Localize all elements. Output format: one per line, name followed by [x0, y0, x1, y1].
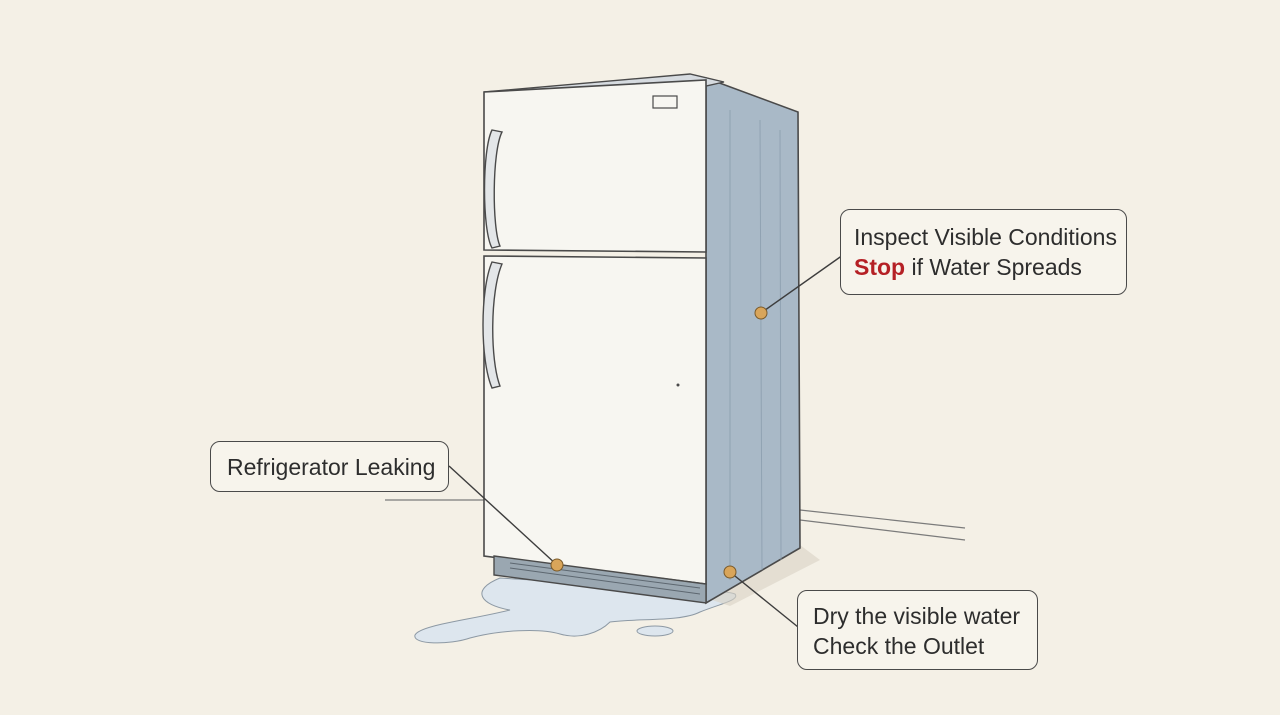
callout-marker-icon: [550, 558, 564, 572]
callout-inspect-conditions: Inspect Visible Conditions Stop if Water…: [840, 209, 1127, 295]
callout-inspect-line1: Inspect Visible Conditions: [854, 224, 1117, 250]
fridge-door: [483, 255, 707, 585]
callout-refrigerator-leaking: Refrigerator Leaking: [210, 441, 449, 492]
brand-badge: [652, 95, 678, 109]
callout-dry-water: Dry the visible water Check the Outlet: [797, 590, 1038, 670]
water-droplet: [636, 625, 674, 637]
callout-leak-label: Refrigerator Leaking: [227, 454, 436, 480]
floor-shadow: [706, 545, 820, 606]
callout-inspect-line2-rest: if Water Spreads: [905, 254, 1082, 280]
freezer-handle: [483, 129, 504, 249]
callout-marker-icon: [754, 306, 768, 320]
callout-inspect-line2: Stop if Water Spreads: [854, 252, 1126, 282]
stop-warning-word: Stop: [854, 254, 906, 280]
leader-lines: [448, 254, 844, 628]
fridge-side-panel: [705, 76, 801, 605]
callout-marker-icon: [723, 565, 737, 579]
freezer-door: [483, 79, 707, 253]
wall-baseboard: [385, 499, 966, 541]
callout-dry-line1: Dry the visible water: [813, 603, 1021, 629]
fridge-handle: [482, 261, 503, 389]
callout-dry-line2: Check the Outlet: [813, 633, 985, 659]
